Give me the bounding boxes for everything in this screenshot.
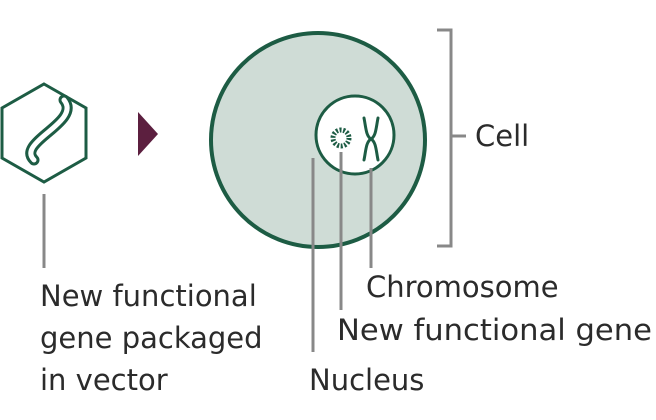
vector-label-line-2: gene packaged (40, 321, 263, 355)
vector-label-line-3: in vector (40, 363, 168, 397)
triangle-arrow-icon (138, 112, 158, 156)
chromosome-icon (362, 116, 380, 162)
new-gene-label: New functional gene (337, 313, 652, 347)
cell-bracket (437, 28, 466, 248)
vector-label-line-1: New functional (40, 279, 257, 313)
nucleus-circle (314, 94, 396, 176)
vector-hexagon-icon (0, 82, 88, 184)
circular-gene-icon (330, 127, 352, 149)
cell-label: Cell (475, 119, 529, 153)
chromosome-label: Chromosome (366, 270, 559, 304)
nucleus-label: Nucleus (309, 363, 424, 397)
